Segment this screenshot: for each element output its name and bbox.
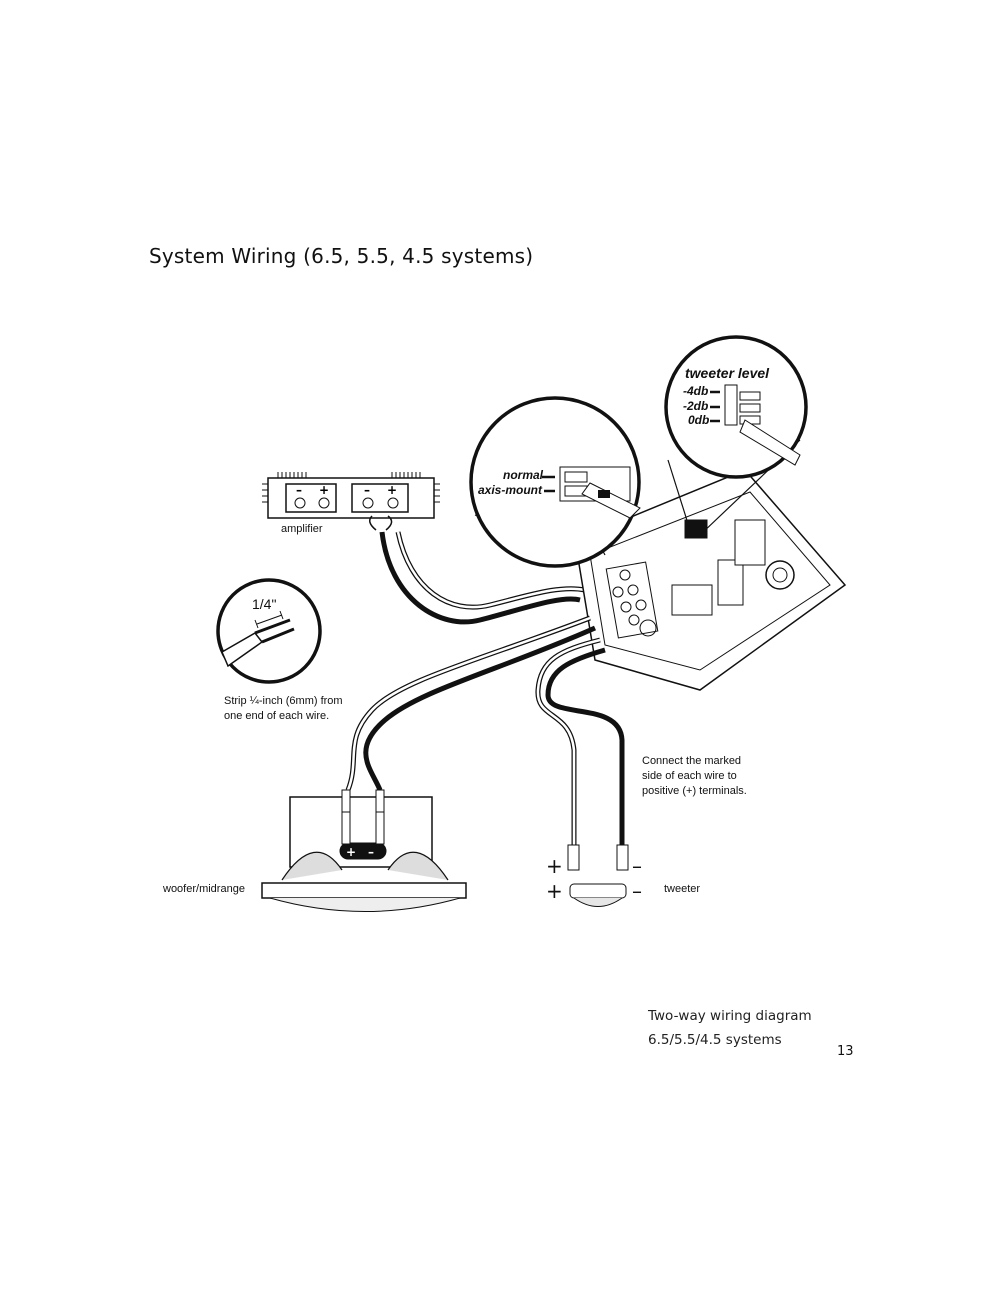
svg-text:–: – — [296, 483, 302, 497]
svg-text:–: – — [632, 854, 642, 878]
level-minus4-label: -4db — [683, 384, 709, 398]
svg-text:+: + — [387, 483, 397, 497]
connect-note-line2: side of each wire to — [642, 770, 737, 782]
woofer-label: woofer/midrange — [163, 883, 245, 895]
connect-note-line1: Connect the marked — [642, 755, 742, 767]
wire-strip-callout — [216, 578, 322, 684]
svg-text:–: – — [364, 483, 370, 497]
svg-text:+: + — [546, 879, 563, 903]
normal-label: normal — [503, 468, 544, 482]
crossover-illustration — [574, 469, 847, 691]
tweeter-wires — [535, 637, 625, 845]
amplifier-illustration: – + – + — [262, 472, 440, 531]
tweeter-level-callout — [664, 335, 808, 536]
strip-note-line2: one end of each wire. — [224, 710, 330, 722]
caption-line2: 6.5/5.5/4.5 systems — [648, 1032, 782, 1048]
woofer-illustration: + – — [261, 789, 467, 912]
level-0-label: 0db — [688, 413, 710, 427]
tweeter-illustration — [567, 844, 629, 907]
level-minus2-label: -2db — [683, 399, 709, 413]
connect-note: Connect the marked side of each wire to … — [642, 754, 747, 799]
connect-note-line3: positive (+) terminals. — [642, 785, 747, 797]
page-number: 13 — [837, 1044, 854, 1059]
caption-line1: Two-way wiring diagram — [648, 1008, 812, 1024]
strip-note: Strip ¼-inch (6mm) from one end of each … — [224, 694, 343, 724]
svg-text:+: + — [546, 854, 563, 878]
svg-text:+: + — [319, 483, 329, 497]
tweeter-level-label: tweeter level — [685, 365, 770, 381]
svg-text:–: – — [632, 879, 642, 903]
page-title: System Wiring (6.5, 5.5, 4.5 systems) — [149, 244, 534, 268]
mount-switch-callout — [469, 396, 641, 568]
tweeter-label: tweeter — [664, 883, 701, 895]
polarity-marks: + – + – — [546, 854, 642, 903]
strip-length-label: 1/4" — [252, 596, 277, 612]
woofer-wires — [345, 615, 597, 791]
figure-caption: Two-way wiring diagram 6.5/5.5/4.5 syste… — [648, 1004, 812, 1052]
svg-text:+: + — [346, 845, 356, 859]
strip-note-line1: Strip ¼-inch (6mm) from — [224, 695, 343, 707]
amplifier-label: amplifier — [281, 523, 323, 535]
amp-wires — [379, 531, 586, 625]
svg-text:–: – — [368, 845, 374, 859]
axis-mount-label: axis-mount — [478, 483, 543, 497]
